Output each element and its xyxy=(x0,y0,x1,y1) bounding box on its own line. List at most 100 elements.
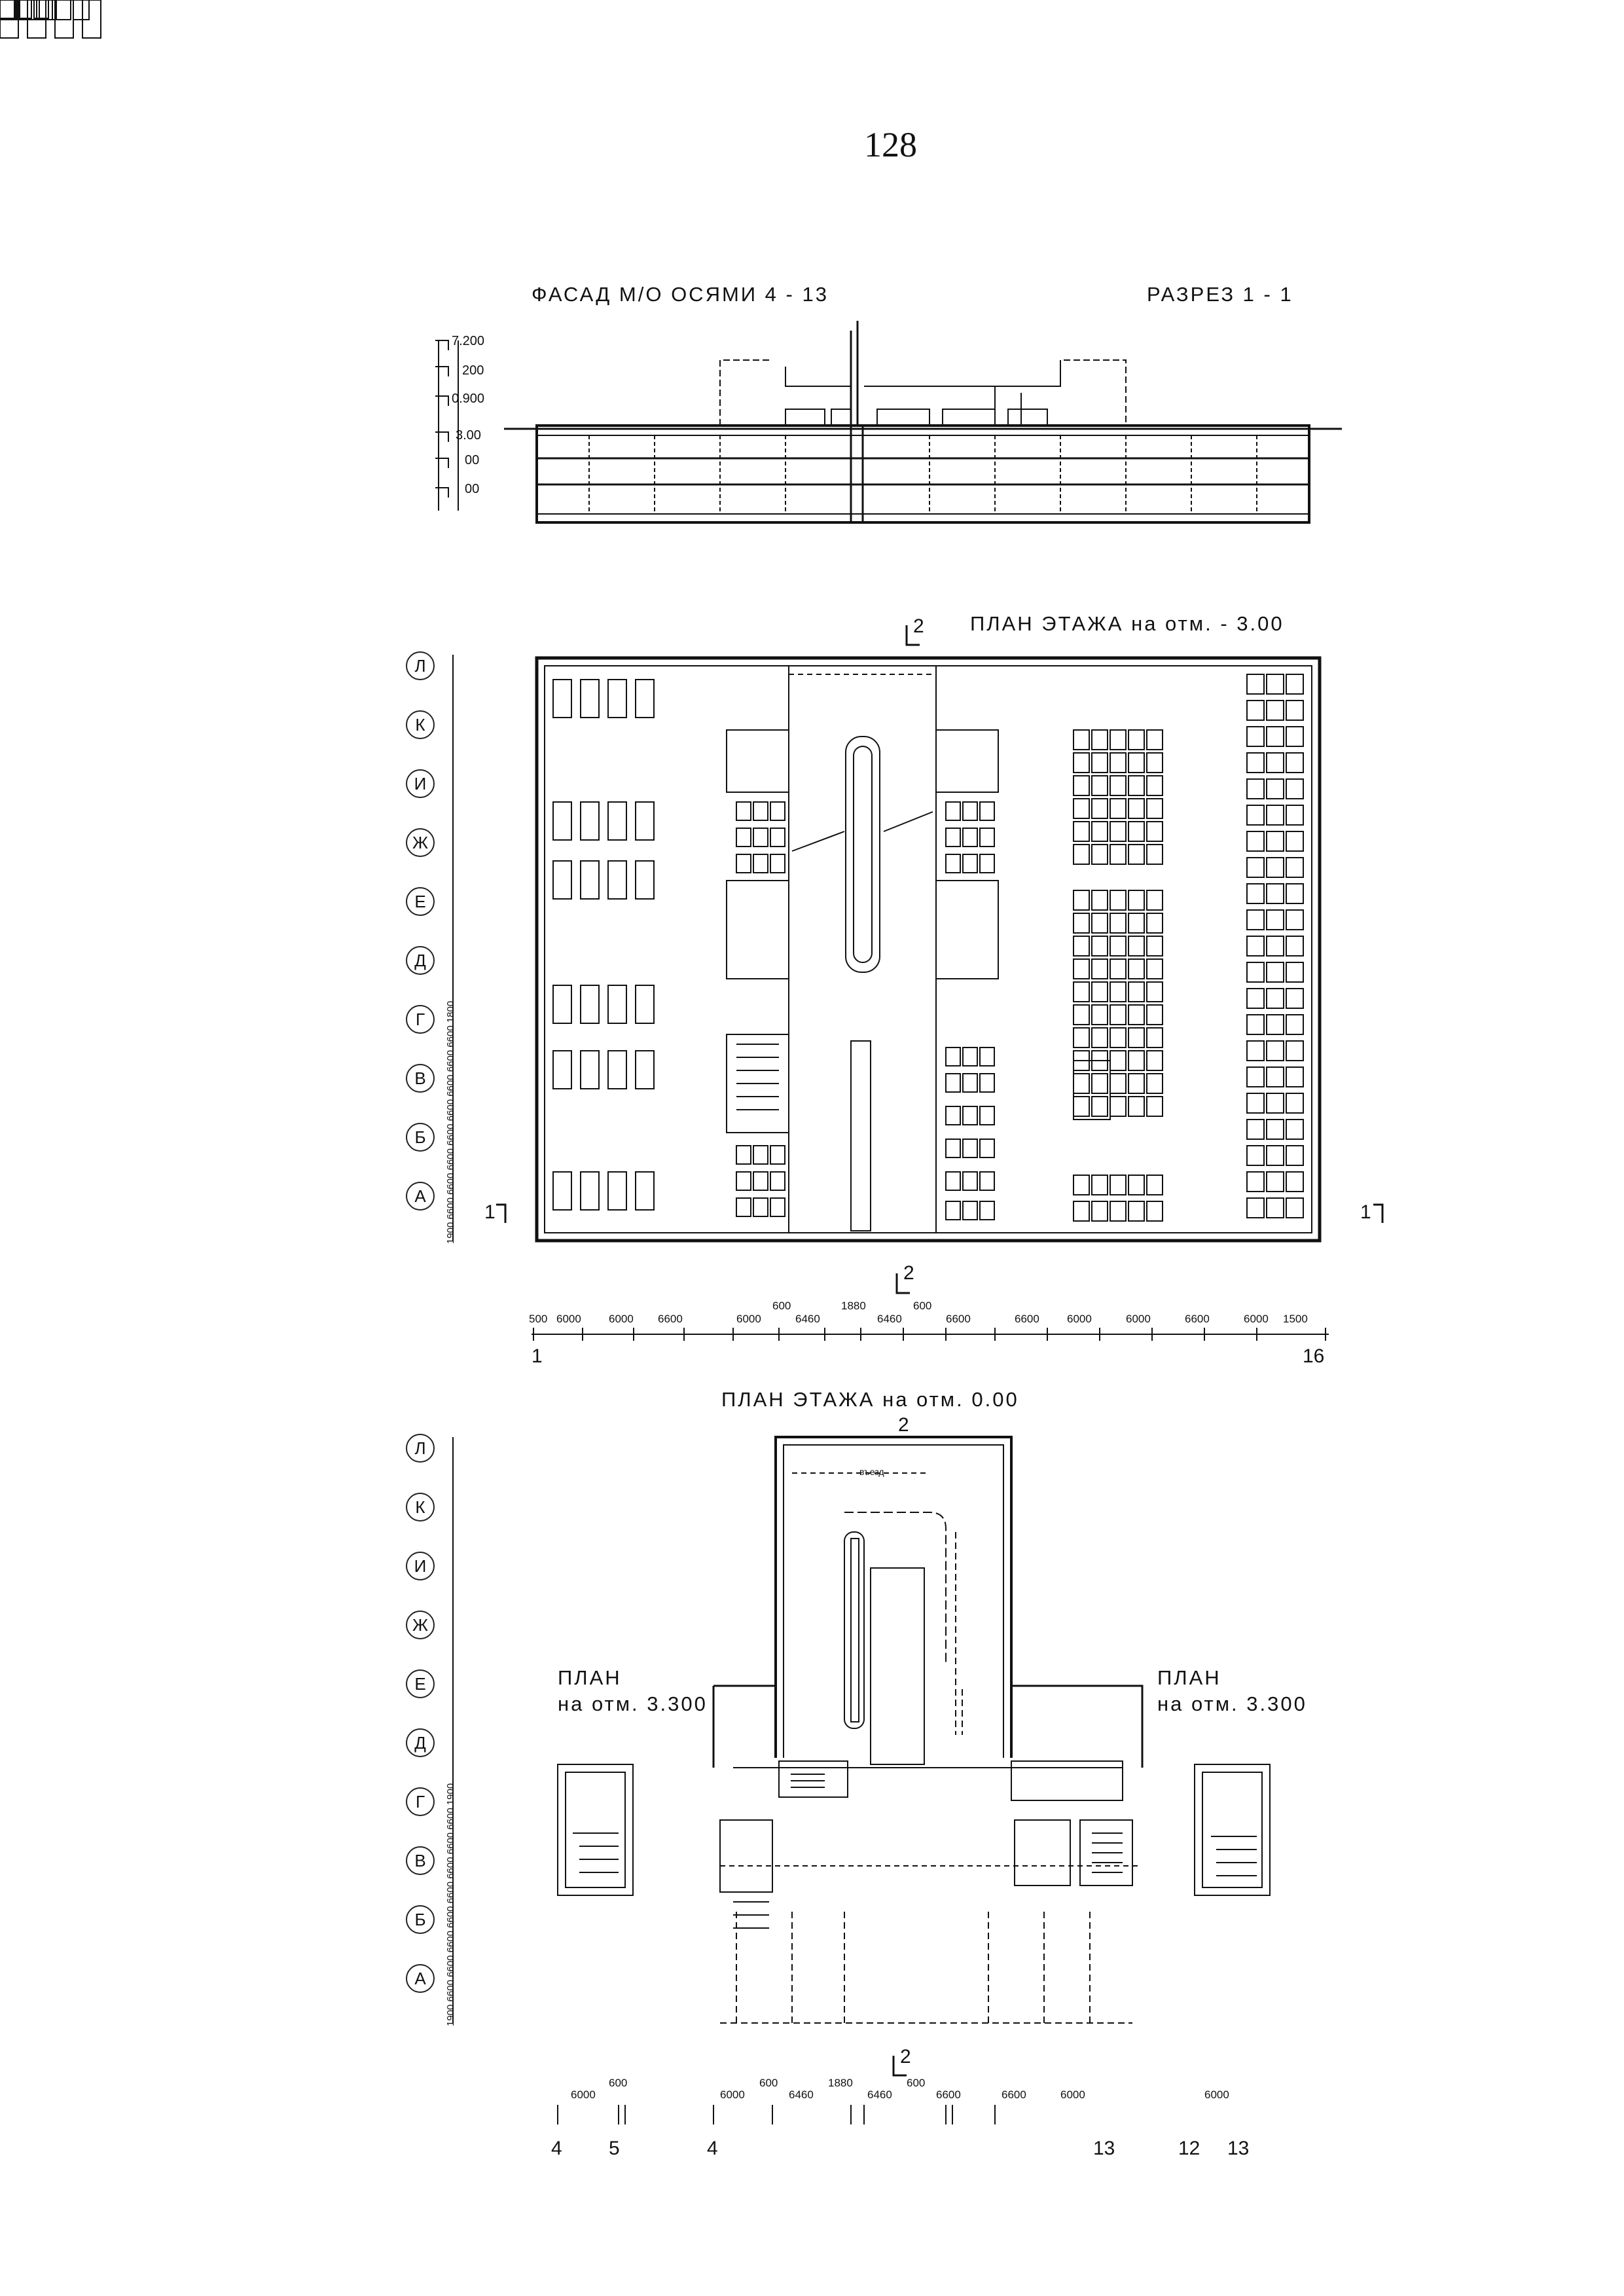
plan-zero-lower-rooms xyxy=(719,1760,1139,1929)
parking-stalls-left xyxy=(0,0,655,1211)
dim: 6600 xyxy=(936,2088,961,2101)
dim: 6600 xyxy=(658,1313,683,1325)
dim: 6000 xyxy=(556,1313,581,1325)
dim: 6600 xyxy=(946,1313,971,1325)
plan-minus3-walls xyxy=(535,656,1322,1243)
plan-minus3-side-dims: 1900 6600 6600 6600 6600 6600 6600 6600 … xyxy=(445,1000,456,1244)
dim: 600 xyxy=(759,2077,778,2089)
dimension-ticks-zero xyxy=(557,2105,996,2124)
axis-circle: А xyxy=(406,1182,435,1211)
level-mark-4: 3.00 xyxy=(456,428,481,443)
right-plan-title: ПЛАН xyxy=(1157,1666,1221,1689)
axis-circle: А xyxy=(406,1964,435,1993)
parking-stalls-right xyxy=(0,0,1304,1222)
axis-circle: Д xyxy=(406,946,435,975)
section-mark-glyphs xyxy=(496,625,1384,2077)
dimension-line-minus3 xyxy=(532,1328,1329,1341)
axis-circle: И xyxy=(406,769,435,798)
axis-circle: В xyxy=(406,1846,435,1875)
dim: 6460 xyxy=(877,1313,902,1325)
dim: 600 xyxy=(907,2077,926,2089)
plan-minus3-axis-column: Л К И Ж Е Д Г В Б А xyxy=(406,651,439,1241)
plan-zero-walls xyxy=(712,1436,1144,1768)
facade-level-markers xyxy=(435,340,459,511)
dim: 6000 xyxy=(736,1313,761,1325)
dim: 6000 xyxy=(1067,1313,1092,1325)
cut-mark-left: 1 xyxy=(484,1201,496,1223)
small-plan-right xyxy=(1194,1764,1271,1896)
axis-circle: И xyxy=(406,1552,435,1580)
right-plan-level: на отм. 3.300 xyxy=(1157,1692,1307,1715)
level-mark-1: 7.200 xyxy=(452,334,485,348)
dim: 6000 xyxy=(1060,2088,1085,2101)
dim: 6600 xyxy=(1015,1313,1039,1325)
axis-circle: К xyxy=(406,710,435,739)
plan-zero-section-mark-top: 2 xyxy=(898,1414,909,1436)
left-plan-title: ПЛАН xyxy=(558,1666,622,1689)
axis-circle: К xyxy=(406,1493,435,1522)
bottom-axis-label: 13 xyxy=(1093,2138,1115,2159)
bottom-axis-label: 4 xyxy=(551,2138,562,2159)
plan-minus3-title: ПЛАН ЭТАЖА на отм. - 3.00 xyxy=(970,612,1284,635)
small-plan-left xyxy=(557,1764,634,1896)
dim: 6000 xyxy=(720,2088,745,2101)
axis-circle: Б xyxy=(406,1123,435,1152)
underground-section xyxy=(535,424,1310,524)
level-mark-3: 0.900 xyxy=(452,392,485,406)
dim: 6460 xyxy=(867,2088,892,2101)
dim: 6000 xyxy=(1204,2088,1229,2101)
level-mark-2: 200 xyxy=(462,363,484,378)
bottom-axis-label: 12 xyxy=(1178,2138,1200,2159)
dim: 6000 xyxy=(1126,1313,1151,1325)
dim: 6460 xyxy=(789,2088,814,2101)
plan-zero-side-dims: 1900 6600 6600 6600 6600 6600 6600 6600 … xyxy=(445,1783,456,2026)
level-mark-6: 00 xyxy=(465,482,480,496)
plan-minus3-cores xyxy=(726,729,999,1133)
bottom-axis-label: 5 xyxy=(609,2138,620,2159)
plan-minus3-section-mark-bottom: 2 xyxy=(903,1262,914,1284)
dim: 1880 xyxy=(828,2077,853,2089)
above-ground-facade xyxy=(719,321,1127,426)
dim: 6600 xyxy=(1001,2088,1026,2101)
axis-circle: Е xyxy=(406,1669,435,1698)
dim: 6000 xyxy=(609,1313,634,1325)
axis-end-label: 16 xyxy=(1303,1345,1325,1367)
left-plan-level: на отм. 3.300 xyxy=(558,1692,708,1715)
plan-zero-ramp xyxy=(844,1512,963,1765)
axis-start-label: 1 xyxy=(532,1345,543,1367)
axis-circle: В xyxy=(406,1064,435,1093)
axis-circle: Г xyxy=(406,1787,435,1816)
parking-stalls-center xyxy=(0,0,995,1220)
entry-label: въезд xyxy=(859,1467,884,1477)
facade-title: ФАСАД М/О ОСЯМИ 4 - 13 xyxy=(532,283,829,306)
axis-circle: Ж xyxy=(406,1611,435,1639)
dim: 600 xyxy=(913,1300,932,1312)
dim: 6600 xyxy=(1185,1313,1210,1325)
axis-circle: Ж xyxy=(406,828,435,857)
axis-circle: Д xyxy=(406,1728,435,1757)
bottom-axis-label: 13 xyxy=(1227,2138,1250,2159)
plan-minus3-ramp xyxy=(788,666,937,1233)
dim: 1500 xyxy=(1283,1313,1308,1325)
dim: 1880 xyxy=(841,1300,866,1312)
axis-circle: Л xyxy=(406,651,435,680)
plan-zero-axis-column: Л К И Ж Е Д Г В Б А xyxy=(406,1434,439,2023)
axis-circle: Л xyxy=(406,1434,435,1463)
axis-circle: Б xyxy=(406,1905,435,1934)
section-title: РАЗРЕЗ 1 - 1 xyxy=(1147,283,1293,306)
dim: 6460 xyxy=(795,1313,820,1325)
plan-zero-dashed-lower xyxy=(720,1912,1132,2024)
cut-mark-right: 1 xyxy=(1360,1201,1371,1223)
page-number: 128 xyxy=(864,125,917,164)
axis-circle: Г xyxy=(406,1005,435,1034)
dim: 500 xyxy=(529,1313,548,1325)
axis-circle: Е xyxy=(406,887,435,916)
bottom-axis-label: 4 xyxy=(707,2138,718,2159)
dim: 600 xyxy=(772,1300,791,1312)
level-mark-5: 00 xyxy=(465,453,480,467)
dim: 600 xyxy=(609,2077,628,2089)
plan-zero-title: ПЛАН ЭТАЖА на отм. 0.00 xyxy=(721,1388,1019,1411)
dim: 6000 xyxy=(571,2088,596,2101)
plan-minus3-section-mark-top: 2 xyxy=(913,615,924,637)
